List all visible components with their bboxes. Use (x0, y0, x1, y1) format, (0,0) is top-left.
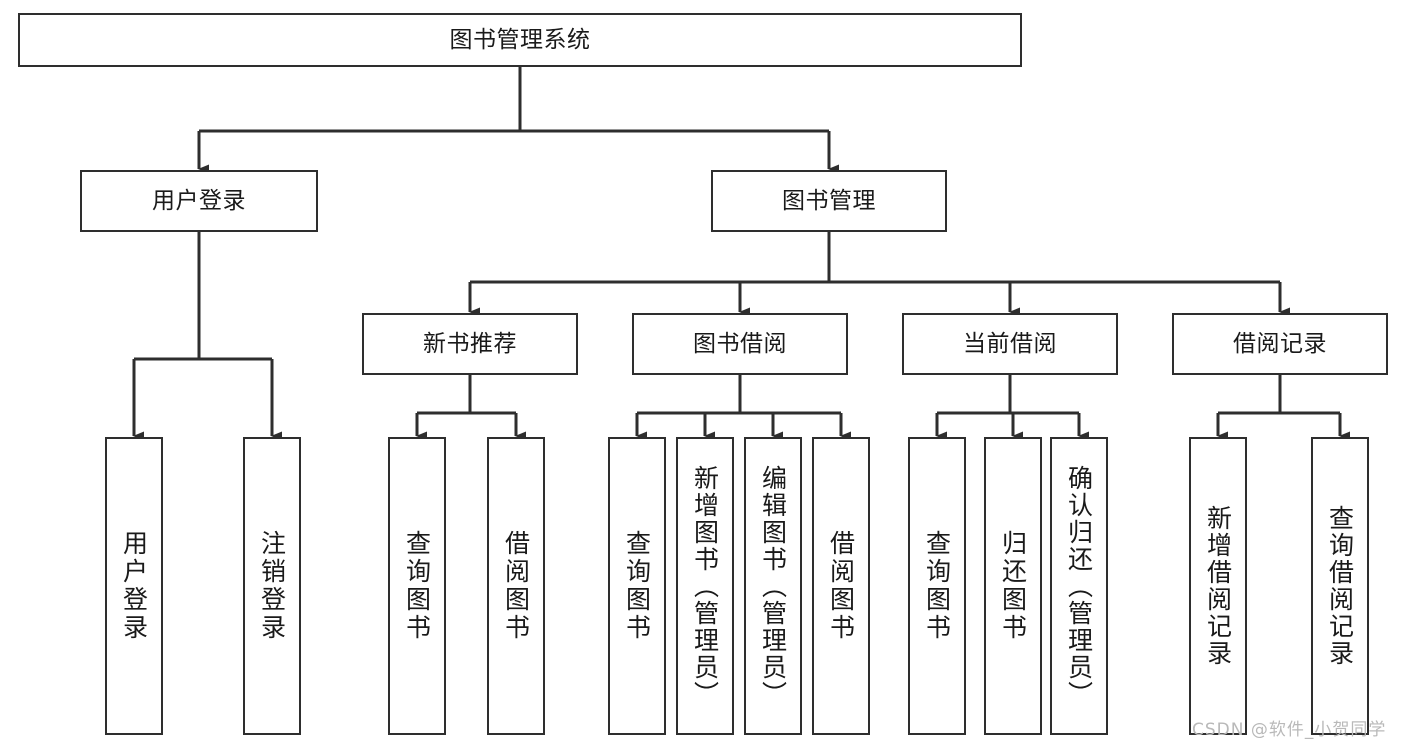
node-leaf-query-record[interactable]: 查询借阅记录 (1311, 437, 1369, 735)
node-leaf-logout-label: 注销登录 (257, 530, 287, 642)
node-leaf-add-book[interactable]: 新增图书（管理员） (676, 437, 734, 735)
node-leaf-borrow-book-2[interactable]: 借阅图书 (812, 437, 870, 735)
node-borrow-record-label: 借阅记录 (1233, 330, 1327, 357)
node-leaf-borrow-book-2-label: 借阅图书 (826, 530, 856, 642)
node-leaf-return-book-label: 归还图书 (998, 530, 1028, 642)
node-borrow-record[interactable]: 借阅记录 (1172, 313, 1388, 375)
node-leaf-borrow-book-1-label: 借阅图书 (501, 530, 531, 642)
node-leaf-query-book-1[interactable]: 查询图书 (388, 437, 446, 735)
node-leaf-query-record-label: 查询借阅记录 (1325, 505, 1355, 667)
node-leaf-return-book[interactable]: 归还图书 (984, 437, 1042, 735)
node-leaf-confirm-return-label: 确认归还（管理员） (1064, 464, 1094, 708)
node-book-borrow-label: 图书借阅 (693, 330, 787, 357)
node-leaf-query-book-3[interactable]: 查询图书 (908, 437, 966, 735)
node-book-borrow[interactable]: 图书借阅 (632, 313, 848, 375)
node-current-borrow[interactable]: 当前借阅 (902, 313, 1118, 375)
node-leaf-add-record-label: 新增借阅记录 (1203, 505, 1233, 667)
node-user-login[interactable]: 用户登录 (80, 170, 318, 232)
node-new-book-recommend-label: 新书推荐 (423, 330, 517, 357)
node-root[interactable]: 图书管理系统 (18, 13, 1022, 67)
node-leaf-edit-book[interactable]: 编辑图书（管理员） (744, 437, 802, 735)
node-leaf-query-book-3-label: 查询图书 (922, 530, 952, 642)
node-leaf-add-record[interactable]: 新增借阅记录 (1189, 437, 1247, 735)
node-leaf-query-book-2-label: 查询图书 (622, 530, 652, 642)
node-leaf-edit-book-label: 编辑图书（管理员） (758, 464, 788, 708)
csdn-watermark: CSDN @软件_小贺同学 (1192, 720, 1387, 740)
node-leaf-user-login[interactable]: 用户登录 (105, 437, 163, 735)
node-book-manage[interactable]: 图书管理 (711, 170, 947, 232)
node-new-book-recommend[interactable]: 新书推荐 (362, 313, 578, 375)
node-user-login-label: 用户登录 (152, 187, 246, 214)
node-leaf-confirm-return[interactable]: 确认归还（管理员） (1050, 437, 1108, 735)
node-root-label: 图书管理系统 (449, 26, 591, 53)
node-leaf-borrow-book-1[interactable]: 借阅图书 (487, 437, 545, 735)
node-leaf-user-login-label: 用户登录 (119, 530, 149, 642)
node-current-borrow-label: 当前借阅 (963, 330, 1057, 357)
node-book-manage-label: 图书管理 (782, 187, 876, 214)
node-leaf-query-book-1-label: 查询图书 (402, 530, 432, 642)
node-leaf-query-book-2[interactable]: 查询图书 (608, 437, 666, 735)
node-leaf-logout[interactable]: 注销登录 (243, 437, 301, 735)
node-leaf-add-book-label: 新增图书（管理员） (690, 464, 720, 708)
